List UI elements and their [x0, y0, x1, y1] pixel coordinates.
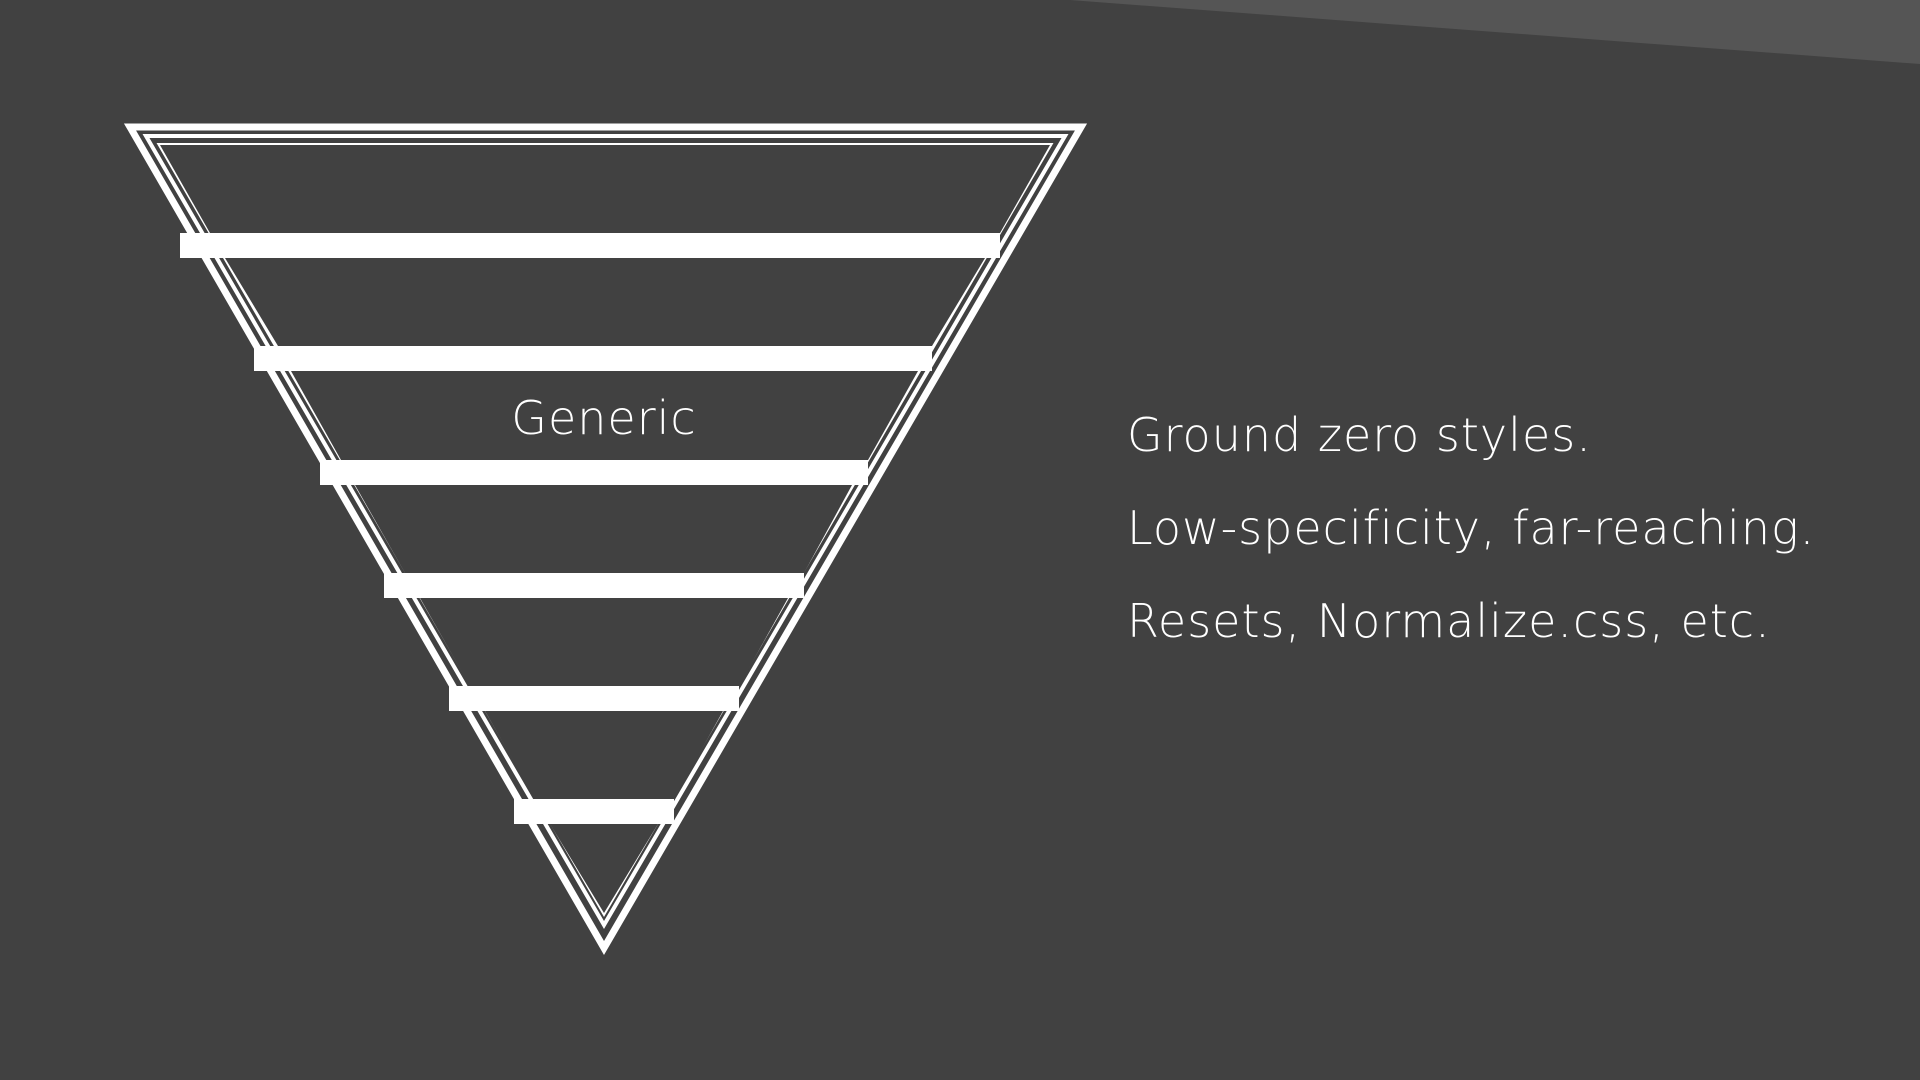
inner-triangle	[142, 134, 1069, 929]
layer-band-7	[550, 824, 658, 913]
layer-divider-2	[254, 346, 932, 371]
layer-band-1	[160, 145, 1050, 233]
layer-divider-3	[320, 460, 868, 485]
layer-divider-5	[449, 686, 739, 711]
layer-divider-1	[180, 233, 1000, 258]
layer-band-5	[420, 598, 788, 686]
outer-triangle	[123, 123, 1088, 955]
layer-divider-4	[384, 573, 804, 598]
description-list: Ground zero styles. Low-specificity, far…	[1127, 408, 1907, 688]
layer-band-6	[485, 711, 723, 799]
layer-divider-6	[514, 799, 674, 824]
layer-band-2	[225, 258, 985, 346]
description-line-low-specificity: Low-specificity, far-reaching.	[1127, 501, 1816, 556]
layer-bands	[160, 145, 1050, 913]
generic-layer-label: Generic	[511, 391, 696, 445]
layer-band-4	[355, 485, 852, 573]
layer-band-generic	[291, 371, 918, 460]
triangle-frame	[123, 123, 1088, 955]
description-line-ground-zero: Ground zero styles.	[1127, 408, 1592, 462]
description-line-resets: Resets, Normalize.css, etc.	[1127, 594, 1771, 649]
